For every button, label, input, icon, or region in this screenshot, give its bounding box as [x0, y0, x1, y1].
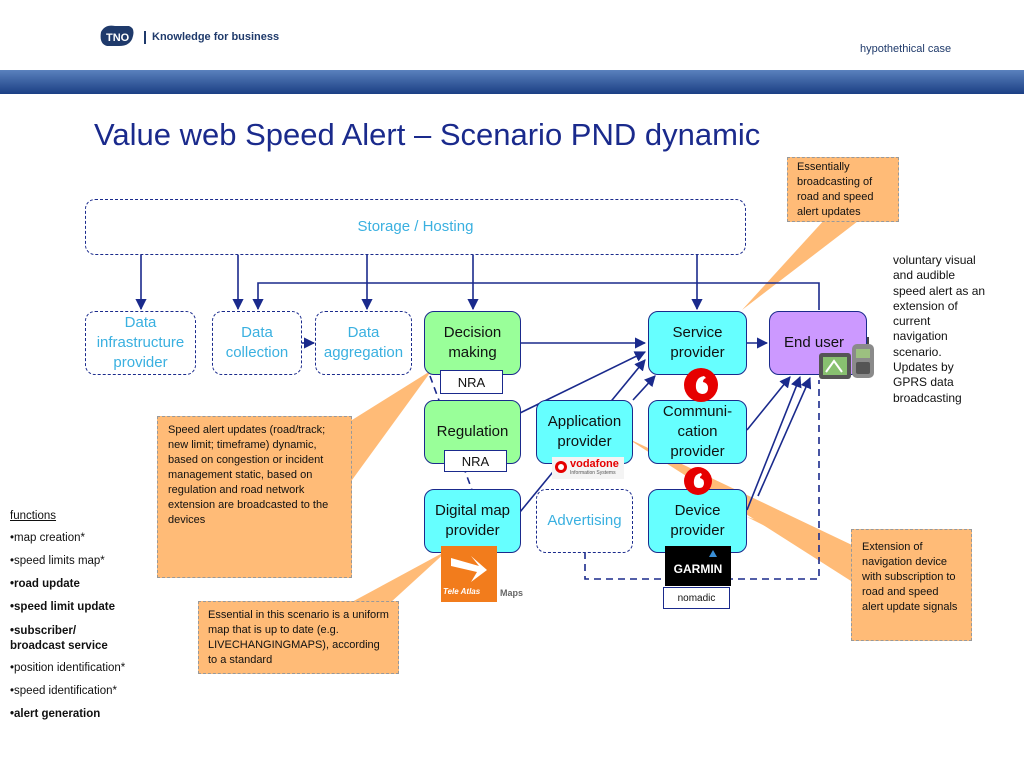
storage-hosting-label: Storage / Hosting — [357, 218, 474, 235]
navigation-device-icon — [819, 353, 851, 379]
vodafone-speechmark-icon — [684, 467, 712, 495]
node-data-infrastructure-provider: Data infrastructure provider — [85, 311, 196, 375]
node-label: Regulation — [436, 423, 509, 440]
vodafone-logo: vodafone Information Systems — [552, 457, 624, 479]
function-item: •alert generation — [10, 708, 101, 720]
function-item: •speed limits map* — [10, 555, 105, 567]
svg-text:TNO: TNO — [106, 32, 130, 44]
node-decision-making: Decision making — [424, 311, 521, 375]
nra-tag-regulation: NRA — [444, 450, 507, 472]
callout-speed-alert-updates: Speed alert updates (road/track; new lim… — [157, 416, 352, 578]
node-label: Data infrastructure provider — [96, 314, 185, 371]
vodafone-wordmark: vodafone — [570, 458, 619, 470]
page-title: Value web Speed Alert – Scenario PND dyn… — [94, 117, 761, 152]
node-label: End user — [784, 334, 845, 351]
side-note: voluntary visual and audible speed alert… — [893, 253, 986, 405]
node-label: Device provider — [670, 502, 725, 539]
callout-broadcasting: Essentially broadcasting of road and spe… — [787, 157, 899, 222]
node-label: Decision making — [443, 324, 502, 361]
node-communication-provider: Communi- cation provider — [648, 400, 747, 464]
case-label: hypothethical case — [860, 43, 952, 55]
vodafone-subtitle: Information Systems — [570, 470, 616, 476]
node-data-collection: Data collection — [212, 311, 302, 375]
node-data-aggregation: Data aggregation — [315, 311, 412, 375]
node-application-provider: Application provider — [536, 400, 633, 464]
node-label: Application provider — [547, 413, 622, 450]
callout-essential-map: Essential in this scenario is a uniform … — [198, 601, 399, 674]
function-item: •road update — [10, 578, 80, 590]
node-digital-map-provider: Digital map provider — [424, 489, 521, 553]
function-item: •subscriber/ broadcast service — [10, 625, 108, 652]
node-service-provider: Service provider — [648, 311, 747, 375]
node-device-provider: Device provider — [648, 489, 747, 553]
node-label: Digital map provider — [434, 502, 511, 539]
mobile-phone-icon — [852, 337, 874, 378]
logo-separator — [144, 31, 146, 44]
node-label: Advertising — [547, 512, 622, 529]
functions-list: functions •map creation* •speed limits m… — [10, 510, 130, 731]
teleatlas-logo: Tele Atlas — [441, 546, 497, 602]
node-label: Communi- cation provider — [662, 403, 733, 460]
vodafone-mark-icon — [555, 461, 567, 473]
functions-heading: functions — [10, 510, 57, 522]
function-item: •speed identification* — [10, 685, 117, 697]
callout-extension-device: Extension of navigation device with subs… — [851, 529, 972, 641]
node-label: Data collection — [225, 324, 289, 361]
node-advertising: Advertising — [536, 489, 633, 553]
teleatlas-wordmark: Tele Atlas — [443, 587, 481, 596]
company-tagline: Knowledge for business — [152, 31, 280, 43]
function-item: •speed limit update — [10, 601, 115, 613]
garmin-logo: GARMIN — [665, 546, 731, 586]
node-label: Service provider — [670, 324, 725, 361]
teleatlas-arrow-icon — [451, 556, 487, 582]
teleatlas-maps-label: Maps — [500, 588, 524, 598]
function-item: •map creation* — [10, 532, 85, 544]
garmin-wordmark: GARMIN — [673, 562, 723, 576]
tno-logo-icon: TNO — [100, 25, 134, 46]
nomadic-tag: nomadic — [663, 587, 730, 609]
vodafone-speechmark-icon — [684, 368, 718, 402]
header-band — [0, 70, 1024, 94]
nra-tag-decision: NRA — [440, 370, 503, 394]
garmin-triangle-icon — [709, 550, 717, 557]
function-item: •position identification* — [10, 662, 126, 674]
storage-hosting-box: Storage / Hosting — [85, 199, 746, 255]
node-label: Data aggregation — [323, 324, 404, 361]
